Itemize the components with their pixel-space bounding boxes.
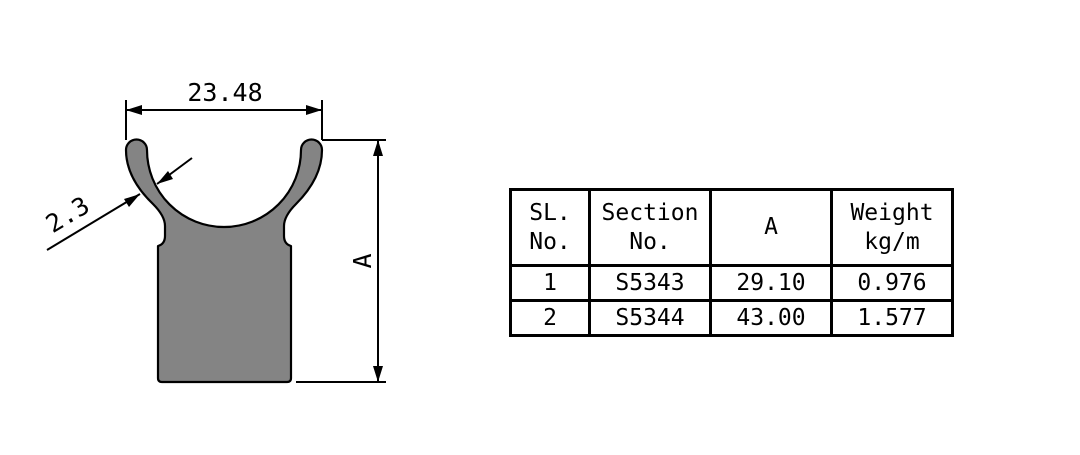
thickness-arrowhead-lower — [124, 194, 140, 207]
thickness-arrowhead-upper — [157, 171, 173, 184]
header-weight: Weight kg/m — [830, 188, 954, 267]
header-text: No. — [629, 228, 671, 255]
arrowhead-right — [306, 105, 322, 115]
header-text: A — [764, 214, 778, 240]
table-cell: 1 — [509, 264, 591, 302]
thickness-leader-lower — [46, 193, 141, 251]
table-row: 2 S5344 43.00 1.577 — [509, 299, 954, 337]
height-dimension-label: A — [348, 253, 377, 268]
table-cell: 2 — [509, 299, 591, 337]
header-a: A — [709, 188, 833, 267]
profile-section — [124, 138, 324, 384]
arrowhead-left — [126, 105, 142, 115]
table-cell: 0.976 — [830, 264, 954, 302]
table-row: 1 S5343 29.10 0.976 — [509, 264, 954, 302]
section-table: SL. No. Section No. A Weight kg/m 1 S534… — [509, 188, 954, 337]
width-dimension-label: 23.48 — [187, 78, 262, 107]
arrowhead-bottom — [373, 366, 383, 382]
table-cell: S5344 — [588, 299, 712, 337]
arrowhead-top — [373, 140, 383, 156]
header-text: kg/m — [864, 228, 920, 255]
header-text: Section — [601, 199, 699, 226]
table-cell: 43.00 — [709, 299, 833, 337]
header-text: Weight — [850, 199, 934, 226]
table-cell: 29.10 — [709, 264, 833, 302]
thickness-dimension-label: 2.3 — [41, 191, 95, 239]
header-sl-no: SL. No. — [509, 188, 591, 267]
table-cell: 1.577 — [830, 299, 954, 337]
width-dimension: 23.48 — [125, 78, 323, 140]
table-header-row: SL. No. Section No. A Weight kg/m — [509, 188, 954, 267]
profile-drawing: 23.48 2.3 A — [41, 78, 386, 384]
height-dimension: A — [296, 139, 386, 383]
header-text: SL. — [529, 199, 571, 226]
table-cell: S5343 — [588, 264, 712, 302]
header-section-no: Section No. — [588, 188, 712, 267]
header-text: No. — [529, 228, 571, 255]
